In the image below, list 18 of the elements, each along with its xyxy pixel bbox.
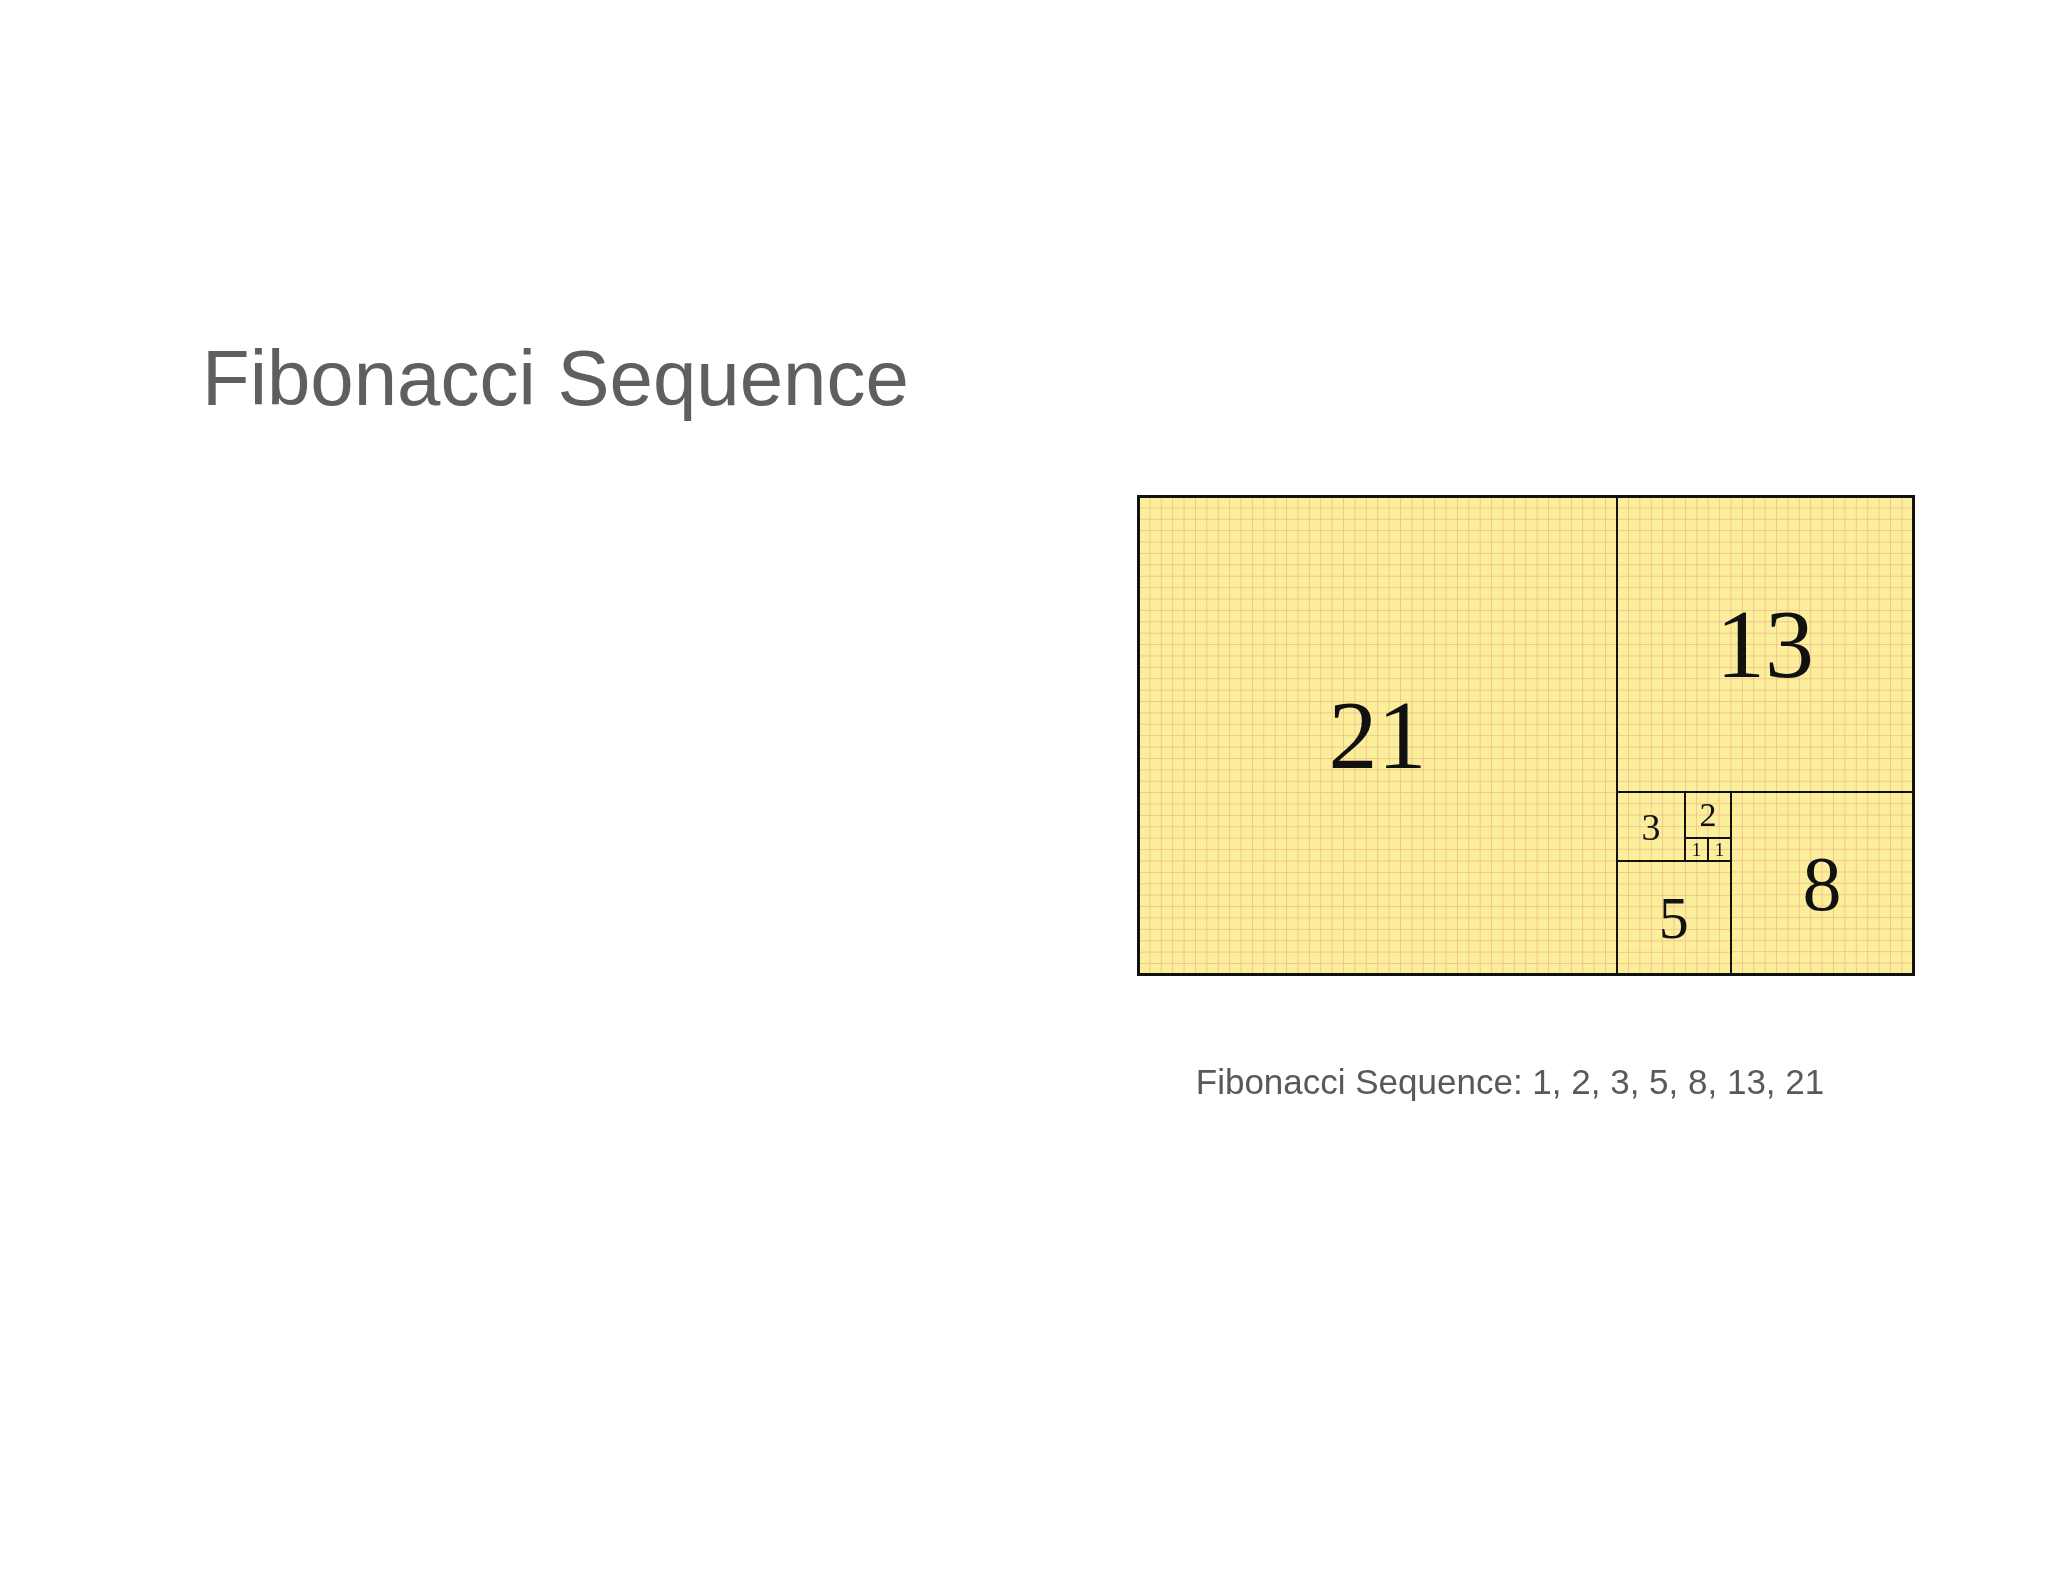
fibonacci-square: [1615, 859, 1732, 976]
square-number: 5: [1658, 887, 1689, 948]
slide-title: Fibonacci Sequence: [202, 333, 909, 424]
fibonacci-square: [1707, 837, 1732, 862]
square-number: 1: [1714, 839, 1725, 859]
fibonacci-square: [1684, 837, 1709, 862]
square-number: 3: [1641, 807, 1661, 846]
fibonacci-square: [1684, 791, 1732, 839]
fibonacci-square: [1729, 791, 1915, 976]
square-number: 21: [1328, 686, 1427, 785]
fibonacci-square: [1615, 791, 1687, 862]
square-number: 8: [1802, 844, 1842, 923]
fibonacci-square: [1137, 495, 1618, 976]
caption-text: Fibonacci Sequence: 1, 2, 3, 5, 8, 13, 21: [1195, 1061, 1825, 1103]
fibonacci-square: [1615, 495, 1915, 794]
square-number: 2: [1699, 798, 1717, 833]
square-number: 1: [1691, 839, 1702, 859]
square-number: 13: [1716, 595, 1814, 694]
